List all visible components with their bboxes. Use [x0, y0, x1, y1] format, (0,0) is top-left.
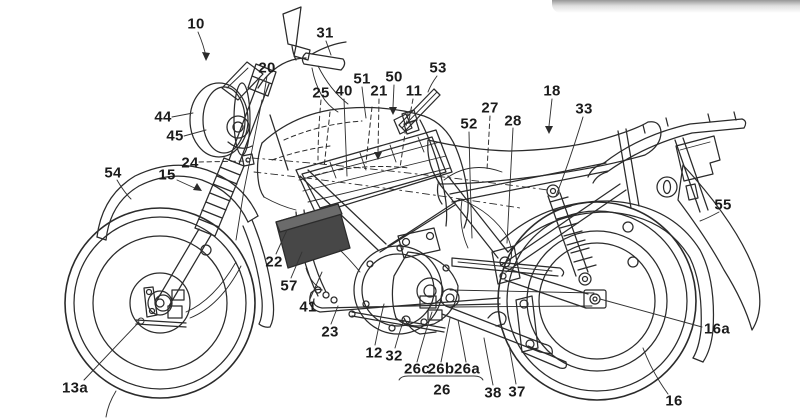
ref-label-31: 31	[316, 24, 334, 42]
ref-label-55: 55	[714, 196, 732, 214]
ref-label-26a: 26a	[454, 360, 480, 378]
ref-label-16: 16	[665, 392, 683, 410]
ref-label-22: 22	[265, 253, 283, 271]
instrument-panel	[221, 61, 264, 101]
controller-box	[275, 203, 351, 304]
turn-signal-stalk	[393, 88, 441, 135]
ref-label-11: 11	[405, 82, 423, 100]
ref-label-32: 32	[385, 347, 403, 365]
stand-assembly	[348, 295, 567, 369]
ref-label-26c: 26c	[404, 360, 430, 378]
ref-label-57: 57	[280, 277, 298, 295]
ref-label-45: 45	[166, 127, 184, 145]
ref-label-12: 12	[365, 344, 383, 362]
ref-label-28: 28	[504, 112, 522, 130]
leader-lines	[83, 31, 720, 418]
rear-fender	[499, 200, 715, 363]
mud-flap	[677, 164, 761, 331]
ref-label-38: 38	[484, 384, 502, 402]
ref-label-26: 26	[433, 381, 451, 399]
ref-label-27: 27	[481, 99, 499, 117]
ref-label-10: 10	[187, 15, 205, 33]
ref-label-33: 33	[575, 100, 593, 118]
rear-shock	[546, 184, 597, 286]
ref-label-23: 23	[321, 323, 339, 341]
page-top-shadow	[552, 0, 800, 13]
rear-carrier	[587, 111, 747, 213]
ref-label-25: 25	[312, 84, 330, 102]
battery-box	[295, 129, 461, 297]
ref-label-41: 41	[299, 298, 317, 316]
handlebar-grip	[257, 41, 349, 113]
mirror	[282, 6, 302, 61]
ref-label-44: 44	[154, 108, 172, 126]
ref-label-26b: 26b	[427, 360, 455, 378]
swingarm	[504, 267, 589, 309]
ref-label-15: 15	[158, 166, 176, 184]
ref-label-13a: 13a	[62, 379, 88, 397]
ref-label-50: 50	[385, 68, 403, 86]
ref-label-18: 18	[543, 82, 561, 100]
ref-label-51: 51	[353, 70, 371, 88]
ref-label-24: 24	[181, 154, 199, 172]
ref-label-53: 53	[429, 59, 447, 77]
footrest-bar	[309, 288, 501, 313]
front-fender	[96, 164, 275, 328]
frame	[269, 114, 627, 285]
ref-label-21: 21	[370, 82, 388, 100]
ref-label-16a: 16a	[704, 320, 730, 338]
ref-label-54: 54	[104, 164, 122, 182]
ref-label-40: 40	[335, 82, 353, 100]
headlight	[189, 82, 253, 158]
rear-wheel	[497, 201, 697, 401]
ref-label-52: 52	[460, 115, 478, 133]
ref-label-37: 37	[508, 383, 526, 401]
ref-label-20: 20	[258, 59, 276, 77]
